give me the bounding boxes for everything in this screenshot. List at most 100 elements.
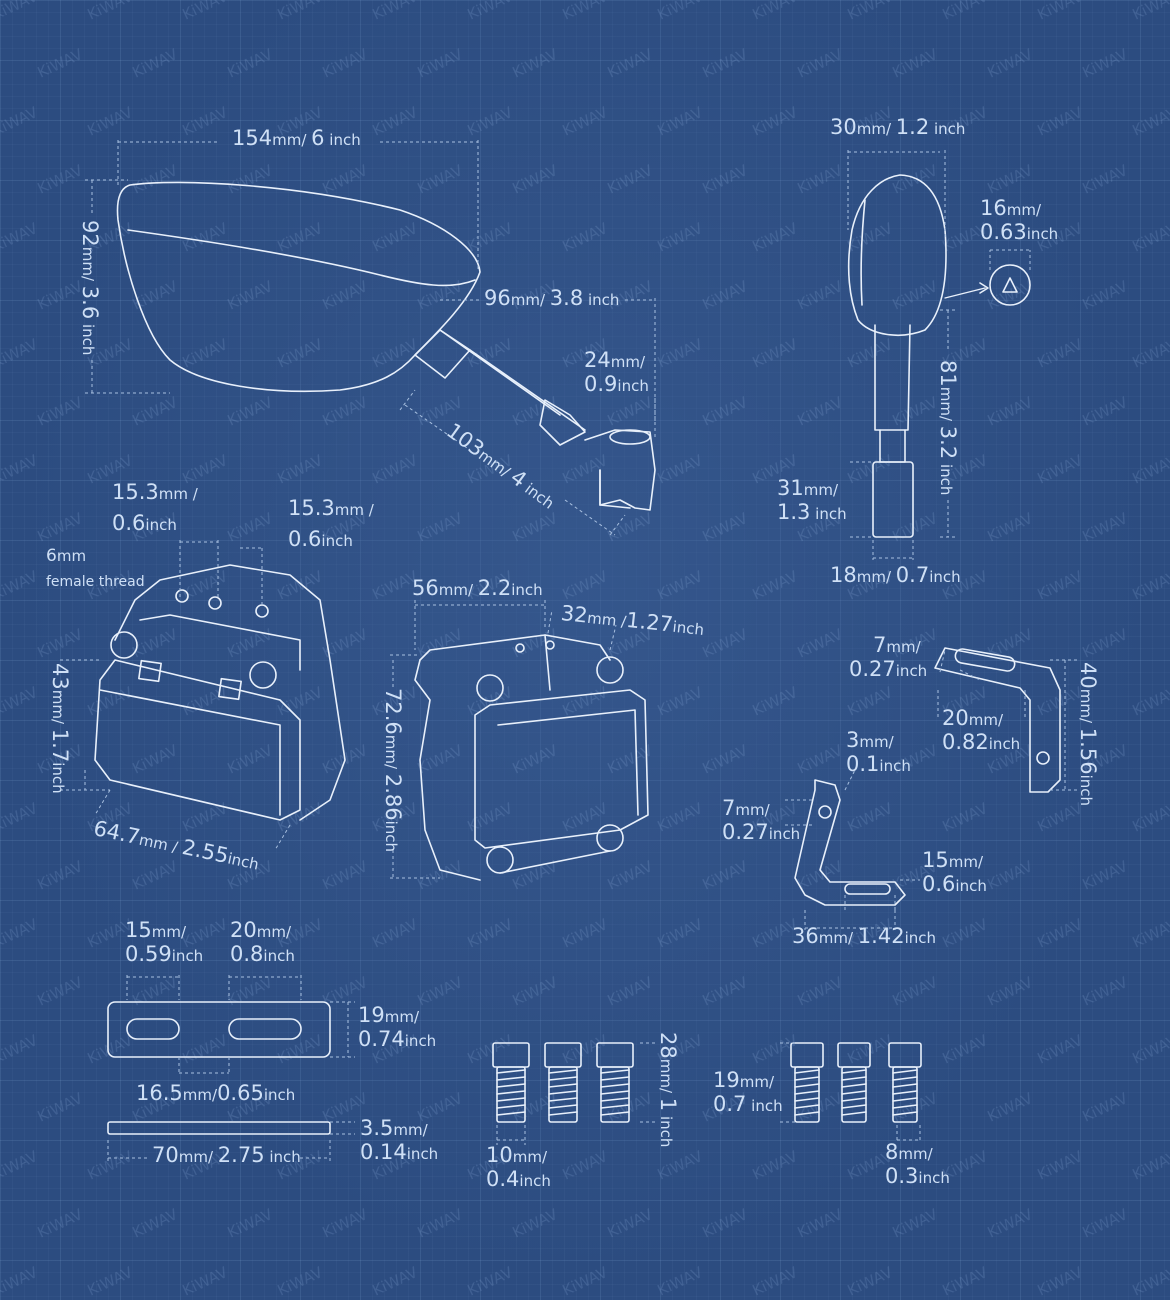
watermark-text: KiWAV xyxy=(225,509,276,546)
watermark-text: KiWAV xyxy=(890,393,941,430)
watermark-text: KiWAV xyxy=(1130,683,1170,720)
watermark-text: KiWAV xyxy=(225,393,276,430)
dim-stem-offset: 24mm/ 0.9inch xyxy=(584,348,649,396)
bolt-thread xyxy=(496,1083,526,1088)
watermark-text: KiWAV xyxy=(985,1089,1036,1126)
watermark-text: KiWAV xyxy=(0,799,41,836)
watermark-text: KiWAV xyxy=(890,1205,941,1242)
bolt-thread xyxy=(841,1069,867,1074)
watermark-text: KiWAV xyxy=(35,857,86,894)
watermark-text: KiWAV xyxy=(940,799,991,836)
bolt-thread xyxy=(892,1090,918,1095)
watermark-text: KiWAV xyxy=(700,1205,751,1242)
watermark-text: KiWAV xyxy=(225,1205,276,1242)
watermark-text: KiWAV xyxy=(1080,625,1131,662)
watermark-text: KiWAV xyxy=(750,683,801,720)
watermark-text: KiWAV xyxy=(225,161,276,198)
watermark-text: KiWAV xyxy=(560,799,611,836)
watermark-text: KiWAV xyxy=(225,277,276,314)
watermark-text: KiWAV xyxy=(1035,451,1086,488)
dim-clamp-hole-a: 15.3mm / 0.6inch xyxy=(112,480,198,535)
bolt-thread xyxy=(600,1104,630,1109)
watermark-text: KiWAV xyxy=(275,451,326,488)
dim-bolt-dia-b: 8mm/ 0.3inch xyxy=(885,1140,950,1188)
watermark-text: KiWAV xyxy=(560,1147,611,1184)
watermark-text: KiWAV xyxy=(1080,973,1131,1010)
watermark-text: KiWAV xyxy=(320,857,371,894)
bolt-thread xyxy=(794,1083,820,1088)
watermark-text: KiWAV xyxy=(0,1031,41,1068)
dim-clamp-hole-b: 15.3mm / 0.6inch xyxy=(288,496,374,551)
watermark-text: KiWAV xyxy=(415,509,466,546)
watermark-text: KiWAV xyxy=(795,277,846,314)
dim-l-width: 36mm/ 1.42inch xyxy=(792,924,936,948)
bolt-thread xyxy=(496,1104,526,1109)
watermark-text: KiWAV xyxy=(225,973,276,1010)
dim-plate-gap: 16.5mm/0.65inch xyxy=(136,1081,296,1105)
watermark-text: KiWAV xyxy=(130,973,181,1010)
watermark-text: KiWAV xyxy=(605,973,656,1010)
bolt-thread xyxy=(548,1083,578,1088)
watermark-text: KiWAV xyxy=(655,0,706,24)
watermark-text: KiWAV xyxy=(320,45,371,82)
watermark-text: KiWAV xyxy=(795,161,846,198)
watermark-text: KiWAV xyxy=(655,1147,706,1184)
dim-plate-slot1: 15mm/ 0.59inch xyxy=(125,918,204,966)
dim-plate-len: 70mm/ 2.75 inch xyxy=(152,1143,301,1167)
watermark-text: KiWAV xyxy=(750,567,801,604)
watermark-text: KiWAV xyxy=(750,1031,801,1068)
watermark-text: KiWAV xyxy=(415,161,466,198)
watermark-text: KiWAV xyxy=(465,1031,516,1068)
dim-side-height: 81mm/ 3.2 inch xyxy=(936,360,960,496)
watermark-text: KiWAV xyxy=(225,741,276,778)
bolt-thread xyxy=(892,1069,918,1074)
watermark-text: KiWAV xyxy=(85,0,136,24)
watermark-text: KiWAV xyxy=(370,219,421,256)
bolt-thread xyxy=(496,1076,526,1081)
watermark-text: KiWAV xyxy=(370,1263,421,1300)
dim-side-depth: 16mm/ 0.63inch xyxy=(980,196,1059,244)
watermark-text: KiWAV xyxy=(35,45,86,82)
watermark-text: KiWAV xyxy=(370,335,421,372)
dim-plate-slot2: 20mm/ 0.8inch xyxy=(230,918,295,966)
watermark-text: KiWAV xyxy=(1035,103,1086,140)
watermark-text: KiWAV xyxy=(1035,1263,1086,1300)
watermark-text: KiWAV xyxy=(465,0,516,24)
watermark-text: KiWAV xyxy=(510,161,561,198)
watermark-text: KiWAV xyxy=(700,277,751,314)
watermark-text: KiWAV xyxy=(415,45,466,82)
watermark-text: KiWAV xyxy=(605,509,656,546)
watermark-text: KiWAV xyxy=(1130,567,1170,604)
dim-bolt-dia-a: 10mm/ 0.4inch xyxy=(486,1143,551,1191)
watermark-text: KiWAV xyxy=(560,567,611,604)
watermark-text: KiWAV xyxy=(750,219,801,256)
dim-bracket-height: 40mm/ 1.56inch xyxy=(1076,662,1100,806)
watermark-text: KiWAV xyxy=(940,1263,991,1300)
watermark-text: KiWAV xyxy=(0,451,41,488)
bolt-thread xyxy=(794,1076,820,1081)
bolt-thread xyxy=(600,1111,630,1116)
watermark-text: KiWAV xyxy=(370,0,421,24)
dim-clamp-height: 43mm/ 1.7inch xyxy=(48,663,72,794)
watermark-text: KiWAV xyxy=(700,741,751,778)
watermark-text: KiWAV xyxy=(1080,1205,1131,1242)
bolt-thread xyxy=(548,1090,578,1095)
watermark-text: KiWAV xyxy=(560,1263,611,1300)
watermark-text: KiWAV xyxy=(795,393,846,430)
bolt-thread xyxy=(794,1090,820,1095)
watermark-text: KiWAV xyxy=(510,1205,561,1242)
bolt-thread xyxy=(548,1097,578,1102)
bolt-thread xyxy=(600,1090,630,1095)
watermark-text: KiWAV xyxy=(795,45,846,82)
dim-mirror-height: 92mm/ 3.6 inch xyxy=(78,220,102,356)
watermark-text: KiWAV xyxy=(370,103,421,140)
watermark-text: KiWAV xyxy=(890,277,941,314)
dim-clamp2-width: 56mm/ 2.2inch xyxy=(412,576,543,600)
watermark-text: KiWAV xyxy=(465,799,516,836)
watermark-text: KiWAV xyxy=(560,451,611,488)
watermark-text: KiWAV xyxy=(320,277,371,314)
watermark-text: KiWAV xyxy=(890,161,941,198)
watermark-text: KiWAV xyxy=(655,915,706,952)
bolt-thread xyxy=(841,1097,867,1102)
watermark-text: KiWAV xyxy=(700,973,751,1010)
